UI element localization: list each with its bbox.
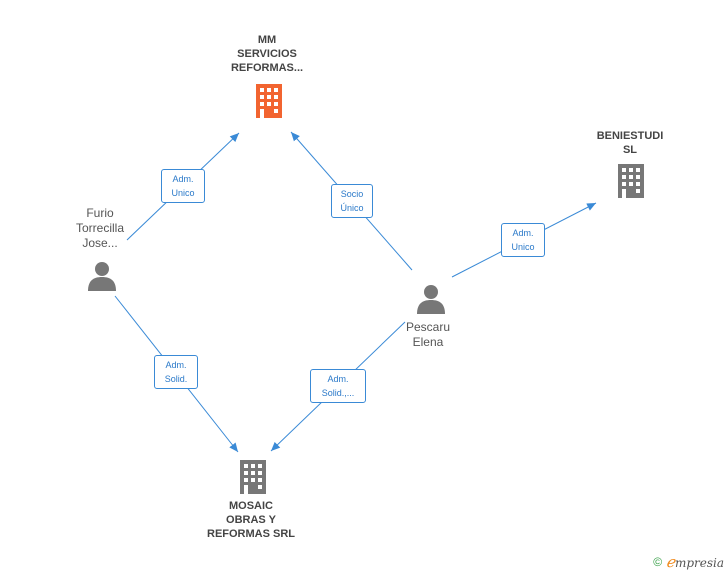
mosaic-label[interactable]: MOSAIC OBRAS Y REFORMAS SRL xyxy=(207,500,295,540)
beniestudi-building-icon[interactable] xyxy=(618,164,644,198)
empresia-logo: ℯmpresia xyxy=(666,553,724,571)
empresia-watermark: © ℯmpresia xyxy=(653,553,724,571)
edge-label-pescaru-mm-servicios: Socio Único xyxy=(331,184,373,218)
mosaic-building-icon[interactable] xyxy=(240,460,266,494)
edge-label-furio-mosaic: Adm. Solid. xyxy=(154,355,198,389)
copyright-icon: © xyxy=(653,555,663,569)
pescaru-label[interactable]: Pescaru Elena xyxy=(405,320,451,349)
furio-label[interactable]: Furio Torrecilla Jose... xyxy=(75,206,124,250)
mm-servicios-building-icon[interactable] xyxy=(256,84,282,118)
mm-servicios-label[interactable]: MM SERVICIOS REFORMAS... xyxy=(230,34,304,74)
edge-label-pescaru-mosaic: Adm. Solid.,... xyxy=(310,369,366,403)
pescaru-person-icon[interactable] xyxy=(417,285,445,314)
beniestudi-label[interactable]: BENIESTUDI SL xyxy=(596,130,664,156)
furio-person-icon[interactable] xyxy=(88,262,116,291)
edge-label-furio-mm-servicios: Adm. Unico xyxy=(161,169,205,203)
edge-label-pescaru-beniestudi: Adm. Unico xyxy=(501,223,545,257)
